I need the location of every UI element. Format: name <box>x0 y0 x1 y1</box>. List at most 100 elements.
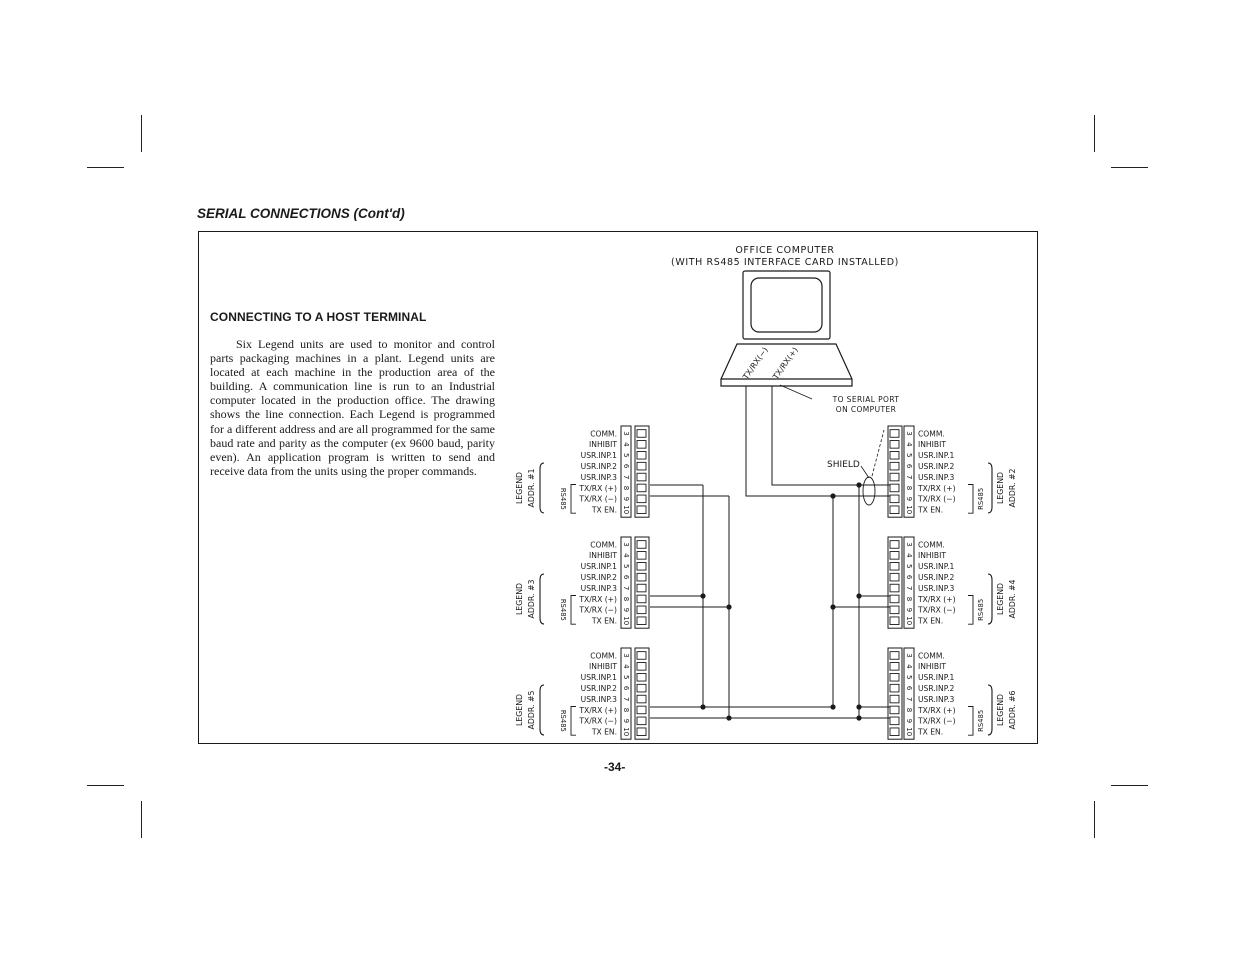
terminal-number: 5 <box>622 453 630 457</box>
tx-plus-label: TX/RX(+) <box>771 346 800 382</box>
terminal-screw <box>889 461 900 471</box>
terminal-number: 8 <box>622 597 630 601</box>
terminal-screw <box>889 494 900 504</box>
monitor-screen <box>750 277 823 333</box>
legend-word: LEGEND <box>996 472 1005 504</box>
monitor-outer <box>742 270 831 340</box>
terminal-label: USR.INP.2 <box>918 684 955 693</box>
terminal-label: USR.INP.1 <box>918 562 955 571</box>
terminal-label: INHIBIT <box>918 440 946 449</box>
legend-brace <box>539 684 545 736</box>
computer-label-line1: OFFICE COMPUTER <box>735 245 834 256</box>
rs485-label: RS485 <box>977 710 985 732</box>
terminal-number: 8 <box>905 486 913 490</box>
terminal-label: TX/RX (+) <box>917 706 956 715</box>
rs485-label: RS485 <box>977 488 985 510</box>
junction-dots <box>700 482 862 721</box>
terminal-label: INHIBIT <box>589 551 617 560</box>
legend-brace <box>987 462 993 514</box>
bus-wiring <box>650 386 890 719</box>
terminal-screw <box>889 505 900 515</box>
terminal-screw <box>636 651 647 660</box>
terminal-screw <box>636 594 647 604</box>
terminal-number-strip <box>620 536 632 629</box>
terminal-label: USR.INP.1 <box>581 562 618 571</box>
terminal-label: TX/RX (−) <box>917 606 956 615</box>
legend-address: ADDR. #1 <box>527 468 536 507</box>
serial-port-leader <box>779 384 813 400</box>
terminal-screw-strip <box>634 536 650 629</box>
terminal-label: TX EN. <box>917 728 943 737</box>
terminal-number: 9 <box>622 608 630 612</box>
crop-mark <box>1094 115 1095 152</box>
terminal-label: TX EN. <box>591 728 617 737</box>
terminal-number: 4 <box>622 553 630 558</box>
rs485-label: RS485 <box>977 599 985 621</box>
legend-brace <box>539 462 545 514</box>
terminal-label: USR.INP.1 <box>581 673 618 682</box>
terminal-screw <box>636 727 647 737</box>
terminal-label: USR.INP.3 <box>918 473 955 482</box>
terminal-label: USR.INP.2 <box>581 684 618 693</box>
terminal-screw <box>889 673 900 682</box>
terminal-screw <box>636 705 647 715</box>
terminal-number: 10 <box>622 727 630 736</box>
rs485-bracket <box>968 484 974 514</box>
terminal-label: TX/RX (+) <box>578 484 617 493</box>
terminal-screw <box>889 562 900 571</box>
legend-word: LEGEND <box>515 583 524 615</box>
terminal-number: 3 <box>905 653 913 657</box>
terminal-screw <box>636 583 647 593</box>
content-frame <box>198 231 1038 744</box>
terminal-label: COMM. <box>590 429 617 438</box>
terminal-label: USR.INP.3 <box>581 584 618 593</box>
terminal-number-strip <box>903 425 915 518</box>
terminal-number: 10 <box>905 727 913 736</box>
shield-ellipse <box>862 476 876 506</box>
terminal-number: 10 <box>905 505 913 514</box>
terminal-number: 9 <box>905 497 913 501</box>
terminal-label: TX/RX (+) <box>917 595 956 604</box>
legend-address: ADDR. #3 <box>527 579 536 618</box>
terminal-screw-strip <box>887 647 903 740</box>
terminal-number-strip <box>620 425 632 518</box>
crop-mark <box>87 167 124 168</box>
body-paragraph: Six Legend units are used to monitor and… <box>210 337 495 478</box>
terminal-number: 10 <box>622 616 630 625</box>
crop-mark <box>1111 167 1148 168</box>
legend-unit-1: 3COMM.4INHIBIT5USR.INP.16USR.INP.27USR.I… <box>515 425 650 518</box>
shield-label: SHIELD <box>827 460 860 470</box>
terminal-screw <box>636 562 647 571</box>
terminal-number: 7 <box>905 586 913 590</box>
terminal-number: 5 <box>622 564 630 568</box>
rs485-bracket <box>570 706 576 736</box>
terminal-number: 7 <box>905 697 913 701</box>
terminal-number: 7 <box>622 475 630 479</box>
terminal-label: TX/RX (+) <box>917 484 956 493</box>
computer-label-line2: (WITH RS485 INTERFACE CARD INSTALLED) <box>671 257 899 268</box>
terminal-label: TX EN. <box>917 506 943 515</box>
terminal-number-strip <box>903 647 915 740</box>
terminal-screw <box>636 616 647 626</box>
terminal-number: 7 <box>622 586 630 590</box>
terminal-label: TX/RX (−) <box>578 606 617 615</box>
terminal-number: 3 <box>622 653 630 657</box>
rs485-label: RS485 <box>559 488 567 510</box>
terminal-label: COMM. <box>590 651 617 660</box>
terminal-screw <box>636 461 647 471</box>
terminal-screw <box>889 540 900 549</box>
shield-dashed-leader <box>871 429 885 477</box>
terminal-number: 6 <box>905 575 913 580</box>
terminal-label: USR.INP.3 <box>918 584 955 593</box>
terminal-screw <box>636 694 647 704</box>
terminal-screw <box>889 594 900 604</box>
terminal-number: 4 <box>905 664 913 669</box>
terminal-label: TX/RX (+) <box>578 595 617 604</box>
terminal-label: TX/RX (−) <box>917 717 956 726</box>
terminal-screw <box>889 605 900 615</box>
legend-brace <box>987 684 993 736</box>
terminal-screw <box>889 472 900 482</box>
computer-icon <box>720 270 853 387</box>
terminal-label: TX/RX (−) <box>917 495 956 504</box>
